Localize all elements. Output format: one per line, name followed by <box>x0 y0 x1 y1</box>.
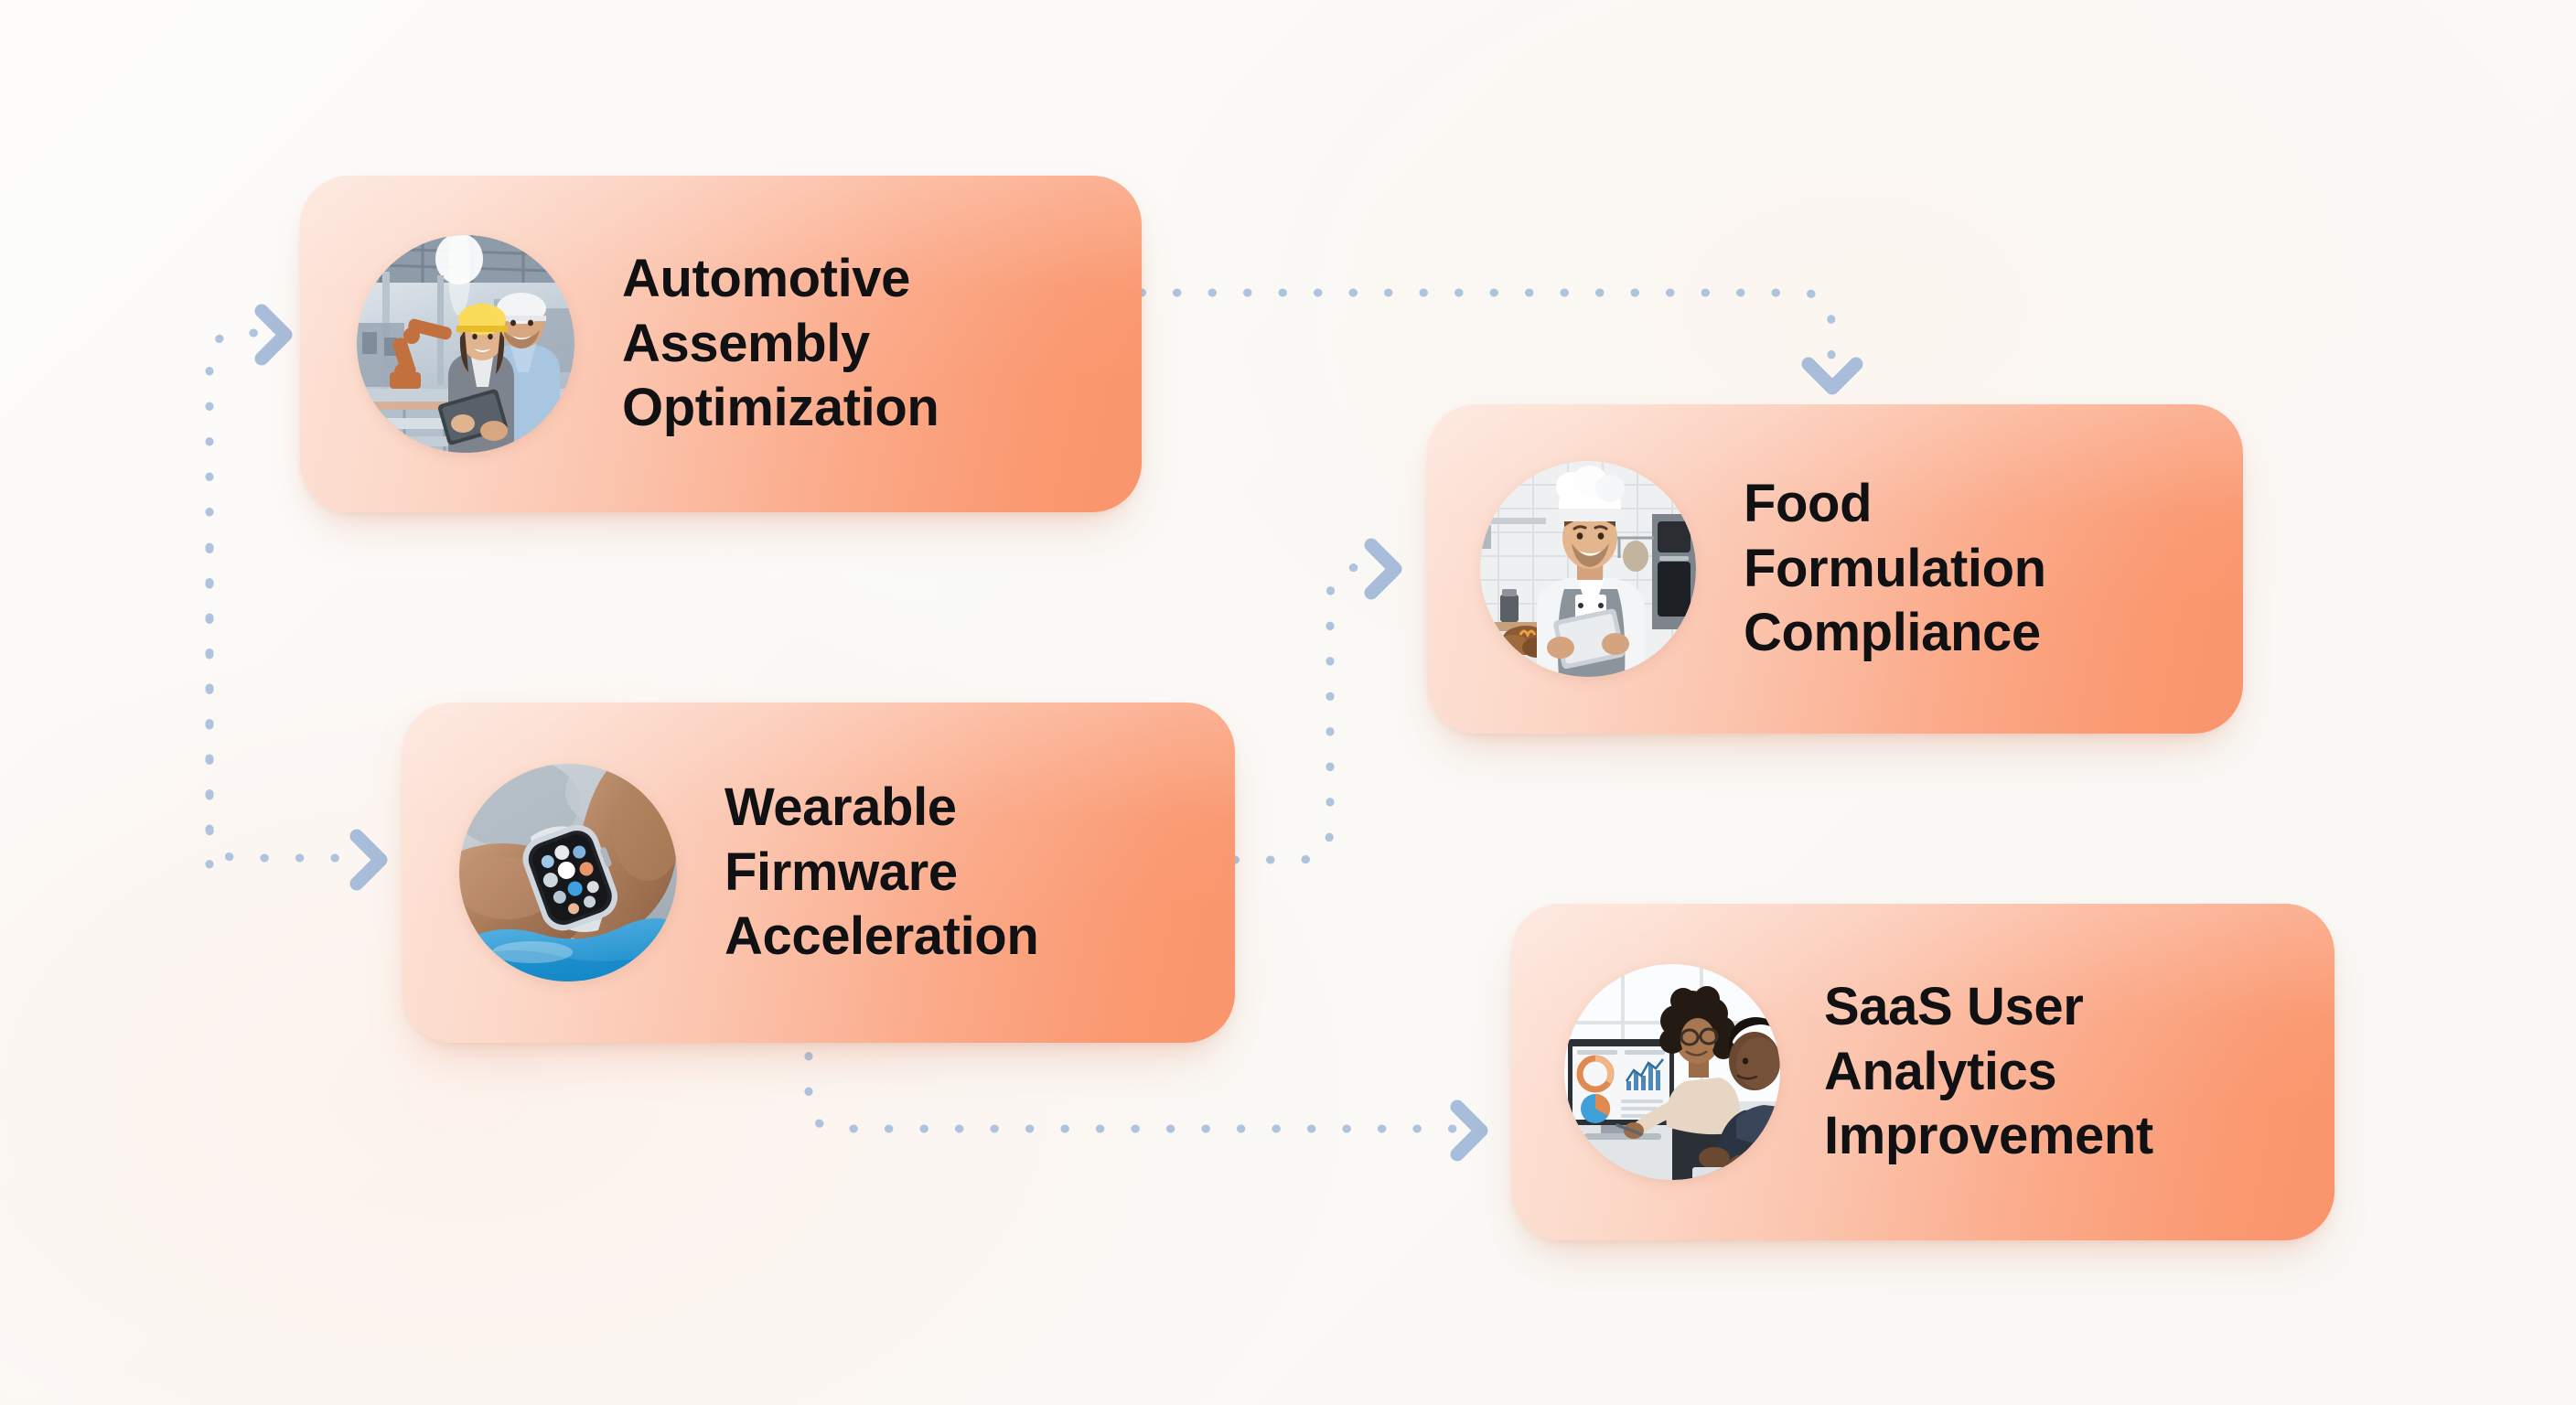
factory-workers-photo <box>357 235 574 453</box>
card-saas-user-analytics-improvement[interactable]: SaaS User Analytics Improvement <box>1511 904 2334 1240</box>
card-automotive-assembly-optimization[interactable]: Automotive Assembly Optimization <box>300 176 1142 512</box>
connector-wearable-to-food <box>1230 538 1402 864</box>
card-title: Automotive Assembly Optimization <box>622 248 939 438</box>
chef-tablet-photo <box>1480 461 1696 677</box>
card-title: Food Formulation Compliance <box>1744 473 2046 663</box>
office-analytics-team-photo <box>1564 964 1780 1180</box>
connector-entry-to-wearable <box>205 544 388 891</box>
card-wearable-firmware-acceleration[interactable]: Wearable Firmware Acceleration <box>402 702 1235 1043</box>
card-food-formulation-compliance[interactable]: Food Formulation Compliance <box>1427 404 2243 734</box>
card-title: Wearable Firmware Acceleration <box>724 777 1039 967</box>
connector-entry-to-automotive <box>205 304 293 869</box>
card-title: SaaS User Analytics Improvement <box>1824 976 2153 1166</box>
connector-automotive-to-food <box>1137 288 1863 395</box>
smartwatch-wrist-photo <box>459 764 677 981</box>
